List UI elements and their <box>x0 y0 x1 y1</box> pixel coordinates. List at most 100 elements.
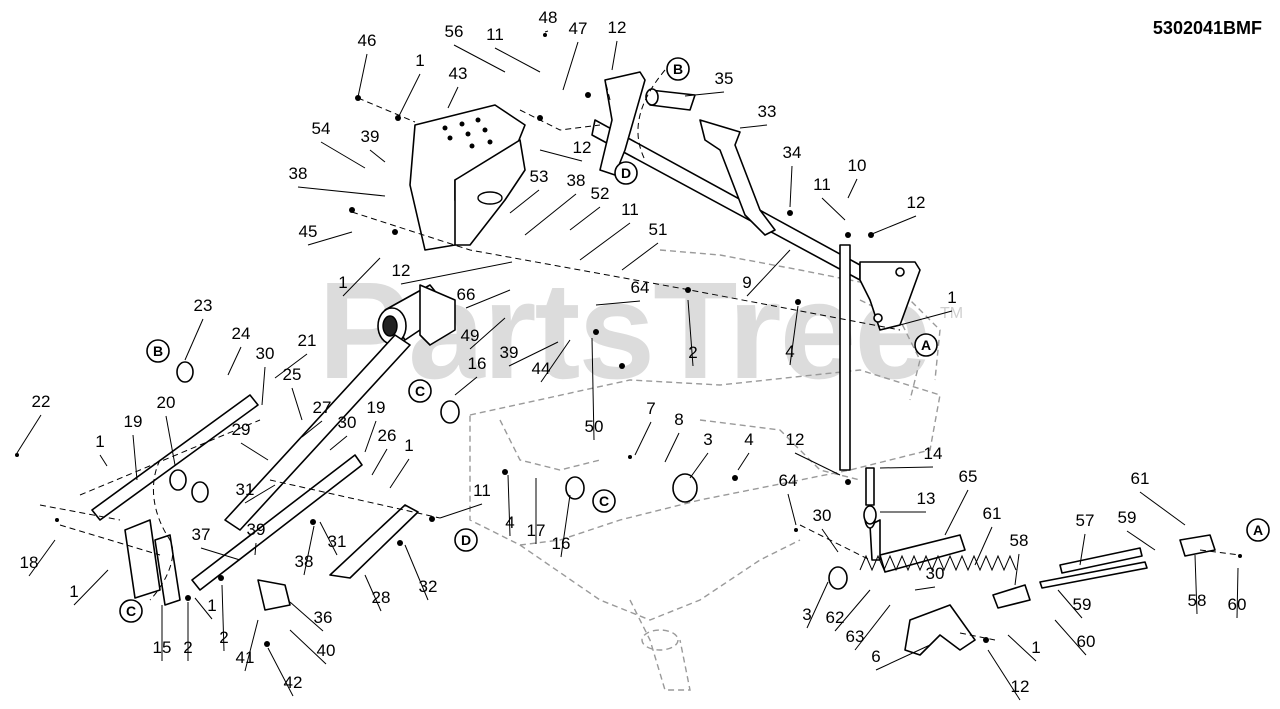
leader-line <box>1057 589 1083 619</box>
leader-line <box>871 215 917 235</box>
leader-line <box>789 305 799 366</box>
leader-line <box>834 589 871 632</box>
part-number-label: 52 <box>591 184 610 203</box>
part-number-label: 25 <box>283 365 302 384</box>
leader-line <box>560 494 571 558</box>
leader-line <box>847 178 858 199</box>
leader-line <box>400 261 513 285</box>
leader-line <box>244 619 259 672</box>
callout-letter: C <box>126 603 136 619</box>
part-number-label: 41 <box>236 648 255 667</box>
part-number-label: 29 <box>232 420 251 439</box>
leader-line <box>289 629 327 665</box>
leader-line <box>267 647 294 697</box>
callout-letter: B <box>673 61 683 77</box>
diagram-code: 5302041BMF <box>1152 18 1262 38</box>
part-number-label: 36 <box>314 608 333 627</box>
part-number-label: 1 <box>338 273 347 292</box>
leader-line <box>320 141 366 169</box>
part-number-label: 50 <box>585 417 604 436</box>
leader-line <box>595 300 641 306</box>
leader-line <box>244 484 276 504</box>
part-number-label: 12 <box>573 138 592 157</box>
leader-line <box>739 124 768 129</box>
part-number-label: 18 <box>20 553 39 572</box>
leader-line <box>507 474 511 537</box>
leader-line <box>579 222 631 261</box>
part-number-label: 19 <box>367 398 386 417</box>
part-number-label: 1 <box>415 51 424 70</box>
part-number-label: 20 <box>157 393 176 412</box>
part-number-label: 43 <box>449 64 468 83</box>
leader-line <box>569 206 601 231</box>
part-number-label: 7 <box>646 399 655 418</box>
part-number-label: 16 <box>552 534 571 553</box>
control-lever <box>599 71 776 236</box>
part-number-label: 38 <box>295 552 314 571</box>
part-number-label: 11 <box>473 481 491 500</box>
callout-circle <box>614 161 638 185</box>
leader-line <box>1079 533 1086 566</box>
leader-line <box>291 387 303 421</box>
leader-line <box>544 30 549 33</box>
callout-c: C <box>119 599 143 623</box>
leader-line <box>611 40 618 71</box>
part-number-label: 58 <box>1188 591 1207 610</box>
callout-a: A <box>914 333 938 357</box>
leader-line <box>634 421 652 456</box>
part-number-label: 30 <box>926 564 945 583</box>
part-number-label: 48 <box>539 8 558 27</box>
part-number-label: 1 <box>947 288 956 307</box>
part-number-label: 54 <box>312 119 331 138</box>
part-number-label: 39 <box>247 520 266 539</box>
part-number-label: 23 <box>194 296 213 315</box>
leader-line <box>227 346 242 376</box>
callout-b: B <box>146 339 170 363</box>
part-number-label: 62 <box>826 608 845 627</box>
callout-circle <box>1246 518 1270 542</box>
leader-line <box>99 454 108 467</box>
part-number-label: 11 <box>621 200 639 219</box>
part-number-label: 2 <box>219 628 228 647</box>
leader-line <box>194 597 213 620</box>
leader-line <box>274 353 308 379</box>
leader-line <box>364 574 382 612</box>
leader-line <box>540 339 571 383</box>
part-number-label: 66 <box>457 285 476 304</box>
part-number-label: 12 <box>1011 677 1030 696</box>
leader-line <box>562 41 579 91</box>
part-number-label: 1 <box>95 432 104 451</box>
leader-line <box>165 415 176 466</box>
leader-line <box>132 434 138 481</box>
leader-line <box>974 526 993 566</box>
leader-line <box>439 503 483 519</box>
leader-line <box>342 257 381 297</box>
part-number-label: 58 <box>1010 531 1029 550</box>
leader-line <box>664 432 680 463</box>
part-number-label: 60 <box>1077 632 1096 651</box>
part-number-label: 60 <box>1228 595 1247 614</box>
leader-line <box>789 165 793 208</box>
callout-circle <box>914 333 938 357</box>
leader-line <box>746 249 791 297</box>
part-number-label: 51 <box>649 220 668 239</box>
callout-circle <box>592 489 616 513</box>
leader-line <box>357 53 368 98</box>
part-number-label: 28 <box>372 588 391 607</box>
part-number-label: 44 <box>532 359 551 378</box>
part-number-label: 24 <box>232 324 251 343</box>
part-number-label: 26 <box>378 426 397 445</box>
leader-line <box>821 528 839 553</box>
part-number-label: 59 <box>1118 508 1137 527</box>
part-number-label: 42 <box>284 673 303 692</box>
leader-line <box>364 420 377 453</box>
leader-line <box>1014 553 1020 586</box>
leader-line <box>591 337 595 441</box>
part-number-label: 22 <box>32 392 51 411</box>
leader-line <box>389 458 410 489</box>
part-number-label: 38 <box>289 164 308 183</box>
part-number-label: 16 <box>468 354 487 373</box>
part-number-label: 4 <box>505 513 514 532</box>
callout-c: C <box>592 489 616 513</box>
